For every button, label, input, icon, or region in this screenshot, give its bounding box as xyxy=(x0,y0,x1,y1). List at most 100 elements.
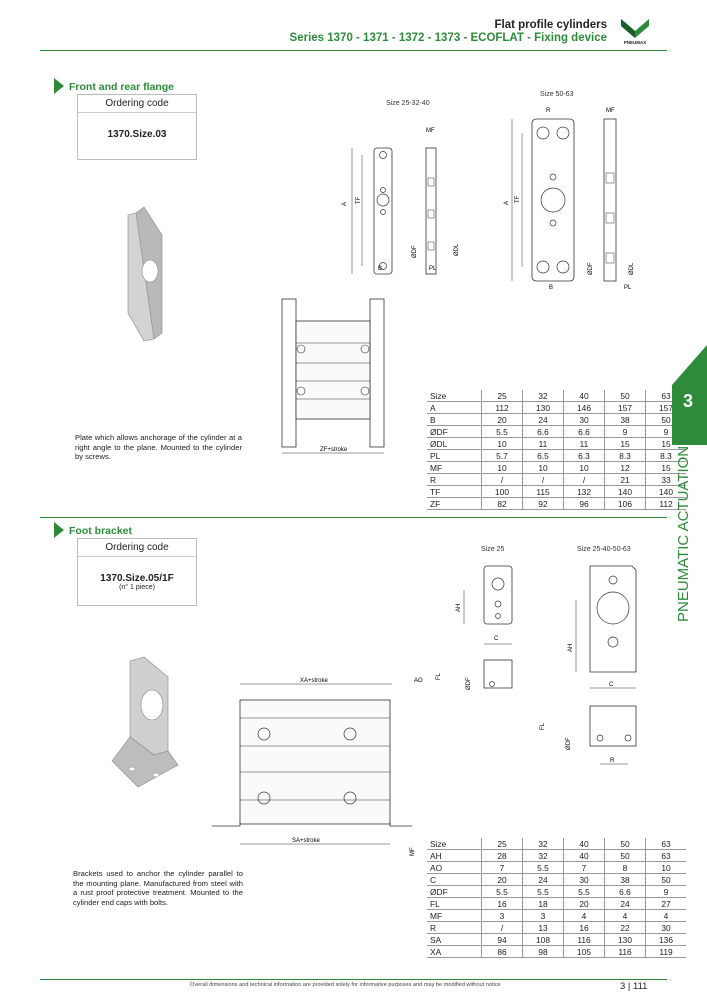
table-row-label: B xyxy=(427,413,482,426)
dim-ah: AH xyxy=(456,604,462,612)
dim-pl: PL xyxy=(429,266,437,272)
table-cell: 5.7 xyxy=(481,449,523,462)
table-cell: 5.5 xyxy=(563,885,605,898)
table-row-label: ØDL xyxy=(427,437,482,450)
footer-divider xyxy=(40,979,667,980)
table-cell: 86 xyxy=(481,945,523,958)
header-divider xyxy=(40,50,667,51)
table-cell: 96 xyxy=(563,497,605,510)
table-cell: 130 xyxy=(522,401,564,414)
table-cell: 5.5 xyxy=(522,885,564,898)
dim-tf: TF xyxy=(356,196,362,204)
table-cell: 115 xyxy=(522,485,564,498)
dim-odf-large: ØDF xyxy=(588,262,594,275)
table-cell: / xyxy=(481,921,523,934)
dim-mf: MF xyxy=(426,128,435,134)
table-cell: 7 xyxy=(563,861,605,874)
table-cell: 106 xyxy=(604,497,646,510)
table-cell: 16 xyxy=(563,921,605,934)
table-cell: 10 xyxy=(563,461,605,474)
table-row-label: TF xyxy=(427,485,482,498)
table-cell: 4 xyxy=(604,909,646,922)
table-cell: 146 xyxy=(563,401,605,414)
dim-fl-large: FL xyxy=(540,722,546,730)
table-cell: 15 xyxy=(645,461,686,474)
table-cell: 38 xyxy=(604,413,646,426)
flange-drawing-small: A TF B MF PL ØDF ØDL xyxy=(342,128,460,275)
ordering-label: Ordering code xyxy=(78,95,196,113)
table-cell: 30 xyxy=(563,413,605,426)
table-row-label: SA xyxy=(427,933,482,946)
cylinder-foot-assembly: XA+stroke AO SA+stroke MF xyxy=(212,678,423,856)
chapter-label: PNEUMATIC ACTUATION xyxy=(675,445,692,622)
ordering-code: 1370.Size.05/1F xyxy=(100,573,174,584)
table-row-label: AO xyxy=(427,861,482,874)
dim-r: R xyxy=(610,758,615,764)
dim-mf: MF xyxy=(410,847,416,856)
table-cell: 24 xyxy=(522,413,564,426)
table-row-label: PL xyxy=(427,449,482,462)
table-cell: 119 xyxy=(645,945,686,958)
table-cell: 40 xyxy=(563,849,605,862)
table-cell: 22 xyxy=(604,921,646,934)
table-cell: 32 xyxy=(522,849,564,862)
dim-odl: ØDL xyxy=(454,243,460,256)
flange-description: Plate which allows anchorage of the cyli… xyxy=(75,433,242,462)
ordering-box-foot: Ordering code 1370.Size.05/1F (n° 1 piec… xyxy=(77,538,197,606)
size-label-small: Size 25-32-40 xyxy=(386,100,430,107)
table-row-label: A xyxy=(427,401,482,414)
table-cell: 25 xyxy=(481,838,523,850)
flange-render xyxy=(127,206,163,342)
table-cell: 3 xyxy=(481,909,523,922)
table-cell: 112 xyxy=(481,401,523,414)
dim-sa: SA+stroke xyxy=(292,838,321,844)
table-cell: 20 xyxy=(481,873,523,886)
table-cell: 94 xyxy=(481,933,523,946)
table-cell: / xyxy=(481,473,523,486)
dim-xa: XA+stroke xyxy=(300,678,329,684)
dim-c: C xyxy=(494,636,499,642)
table-cell: 63 xyxy=(645,849,686,862)
table-cell: 13 xyxy=(522,921,564,934)
table-cell: 92 xyxy=(522,497,564,510)
table-cell: 15 xyxy=(604,437,646,450)
ordering-label: Ordering code xyxy=(78,539,196,557)
ordering-note: (n° 1 piece) xyxy=(119,584,155,591)
table-cell: 6.6 xyxy=(604,885,646,898)
table-cell: 105 xyxy=(563,945,605,958)
table-cell: 140 xyxy=(645,485,686,498)
table-cell: 108 xyxy=(522,933,564,946)
dim-ao: AO xyxy=(414,678,423,684)
pneumax-logo: PNEUMAX xyxy=(618,16,652,46)
table-cell: 5.5 xyxy=(522,861,564,874)
table-cell: 157 xyxy=(604,401,646,414)
dim-c-large: C xyxy=(609,682,614,688)
table-cell: 63 xyxy=(645,838,686,850)
table-cell: 6.5 xyxy=(522,449,564,462)
table-cell: 9 xyxy=(604,425,646,438)
size-label-large: Size 50-63 xyxy=(540,91,574,98)
table-cell: 8 xyxy=(604,861,646,874)
table-cell: 4 xyxy=(645,909,686,922)
dim-zf: ZF+stroke xyxy=(320,447,348,453)
table-cell: / xyxy=(563,473,605,486)
table-cell: 12 xyxy=(604,461,646,474)
dim-fl: FL xyxy=(436,672,442,680)
table-cell: 50 xyxy=(604,849,646,862)
table-cell: 5.5 xyxy=(481,885,523,898)
table-cell: 98 xyxy=(522,945,564,958)
dim-odf: ØDF xyxy=(466,677,472,690)
dim-ah-large: AH xyxy=(568,644,574,652)
dim-mf-large: MF xyxy=(606,108,615,114)
